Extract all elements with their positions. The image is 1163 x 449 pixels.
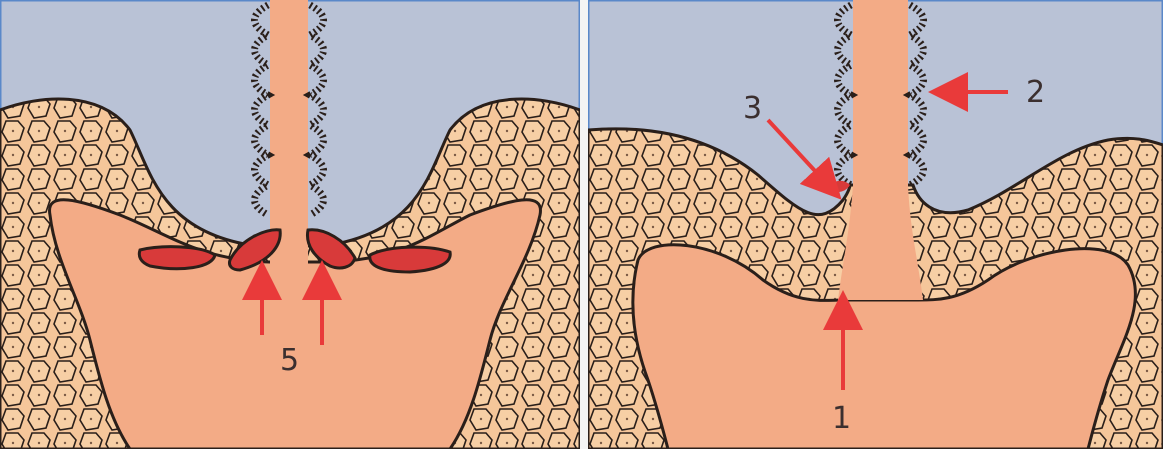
tube-left: [270, 0, 308, 265]
right-diagram: 2 3 1: [588, 0, 1163, 449]
label-1: 1: [832, 401, 851, 436]
right-panel: 2 3 1: [588, 0, 1163, 449]
left-diagram: 5: [0, 0, 580, 449]
label-2: 2: [1026, 75, 1045, 110]
label-3: 3: [743, 91, 762, 126]
left-panel: 5: [0, 0, 580, 449]
gland-left-4: [370, 247, 450, 272]
gland-left-1: [139, 247, 215, 269]
panel-divider: [580, 0, 588, 449]
label-5: 5: [280, 343, 299, 378]
